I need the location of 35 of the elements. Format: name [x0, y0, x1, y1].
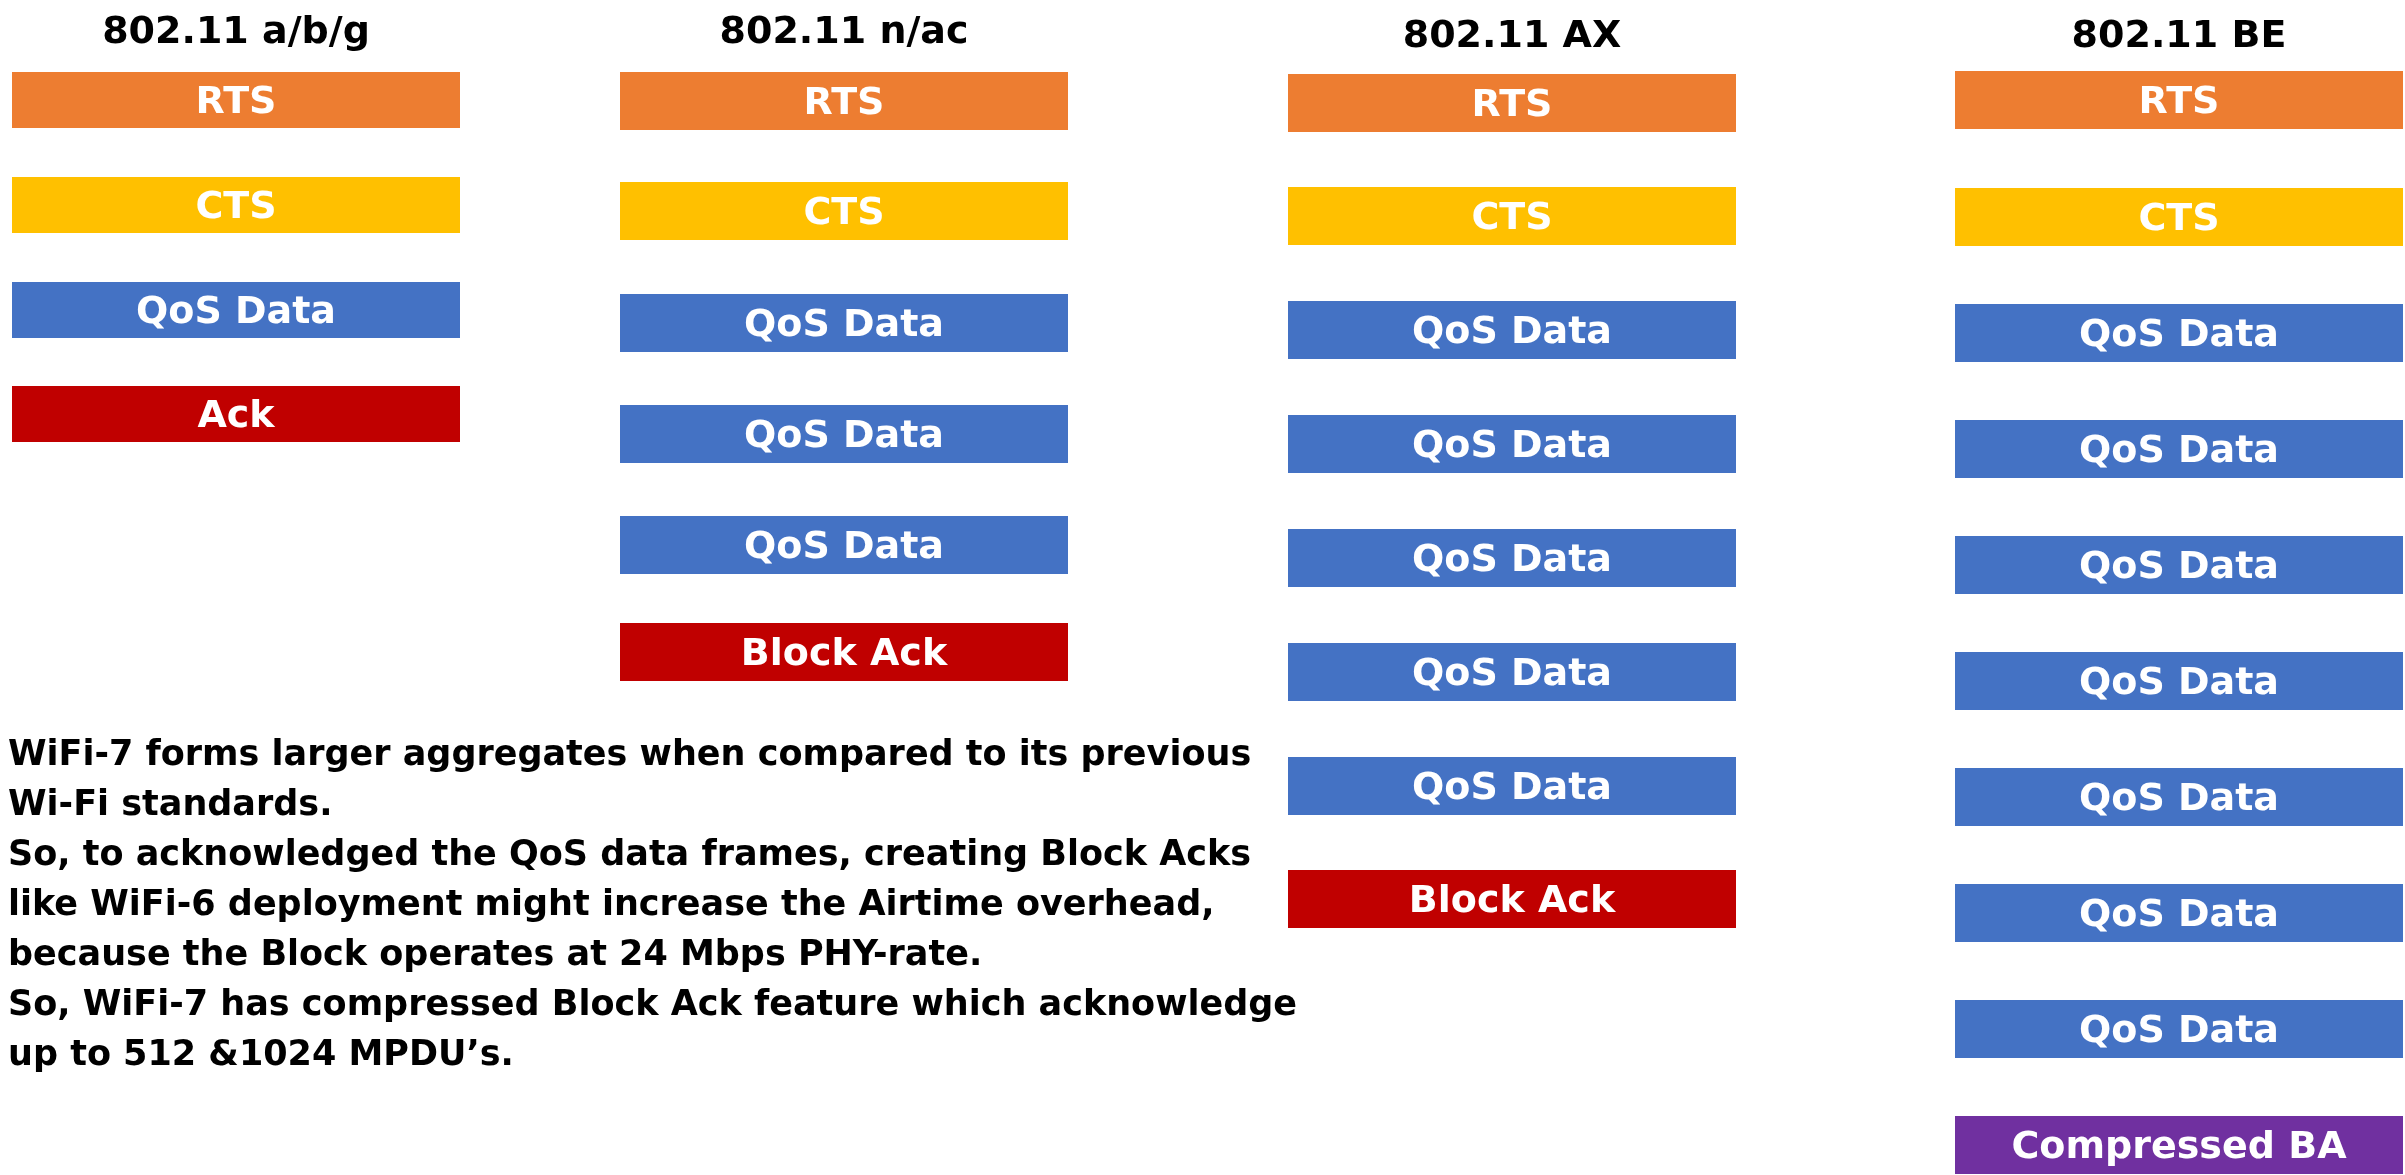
column-heading: 802.11 BE	[2070, 12, 2288, 56]
note-paragraph: So, to acknowledged the QoS data frames, creating Block Acks like WiFi-6 deployment might increase the Airtime overhead, because the Block operates at 24 Mbps PHY-rate.	[8, 832, 1253, 975]
data-bar: QoS Data	[620, 294, 1068, 352]
column-heading: 802.11 a/b/g	[101, 8, 371, 52]
data-bar: QoS Data	[1288, 643, 1736, 701]
ack-bar: Compressed BA	[1955, 1116, 2403, 1174]
data-bar: QoS Data	[1288, 757, 1736, 815]
cts-bar: CTS	[620, 182, 1068, 240]
data-bar: QoS Data	[620, 405, 1068, 463]
note-paragraph: So, WiFi-7 has compressed Block Ack feature which acknowledge up to 512 &1024 MPDU’s.	[8, 982, 1299, 1075]
data-bar: QoS Data	[1955, 1000, 2403, 1058]
data-bar: QoS Data	[1955, 304, 2403, 362]
cts-bar: CTS	[1288, 187, 1736, 245]
data-bar: QoS Data	[1955, 536, 2403, 594]
data-bar: QoS Data	[12, 282, 460, 338]
data-bar: QoS Data	[1955, 768, 2403, 826]
cts-bar: CTS	[1955, 188, 2403, 246]
column-heading: 802.11 AX	[1401, 12, 1623, 56]
column-heading: 802.11 n/ac	[718, 8, 970, 52]
rts-bar: RTS	[1955, 71, 2403, 129]
data-bar: QoS Data	[1955, 884, 2403, 942]
note-paragraph: WiFi-7 forms larger aggregates when compared to its previous Wi-Fi standards.	[8, 732, 1253, 825]
cts-bar: CTS	[12, 177, 460, 233]
data-bar: QoS Data	[1288, 415, 1736, 473]
ack-bar: Block Ack	[620, 623, 1068, 681]
rts-bar: RTS	[1288, 74, 1736, 132]
rts-bar: RTS	[12, 72, 460, 128]
data-bar: QoS Data	[1288, 301, 1736, 359]
ack-bar: Ack	[12, 386, 460, 442]
data-bar: QoS Data	[1955, 420, 2403, 478]
ack-bar: Block Ack	[1288, 870, 1736, 928]
data-bar: QoS Data	[1955, 652, 2403, 710]
data-bar: QoS Data	[1288, 529, 1736, 587]
rts-bar: RTS	[620, 72, 1068, 130]
data-bar: QoS Data	[620, 516, 1068, 574]
